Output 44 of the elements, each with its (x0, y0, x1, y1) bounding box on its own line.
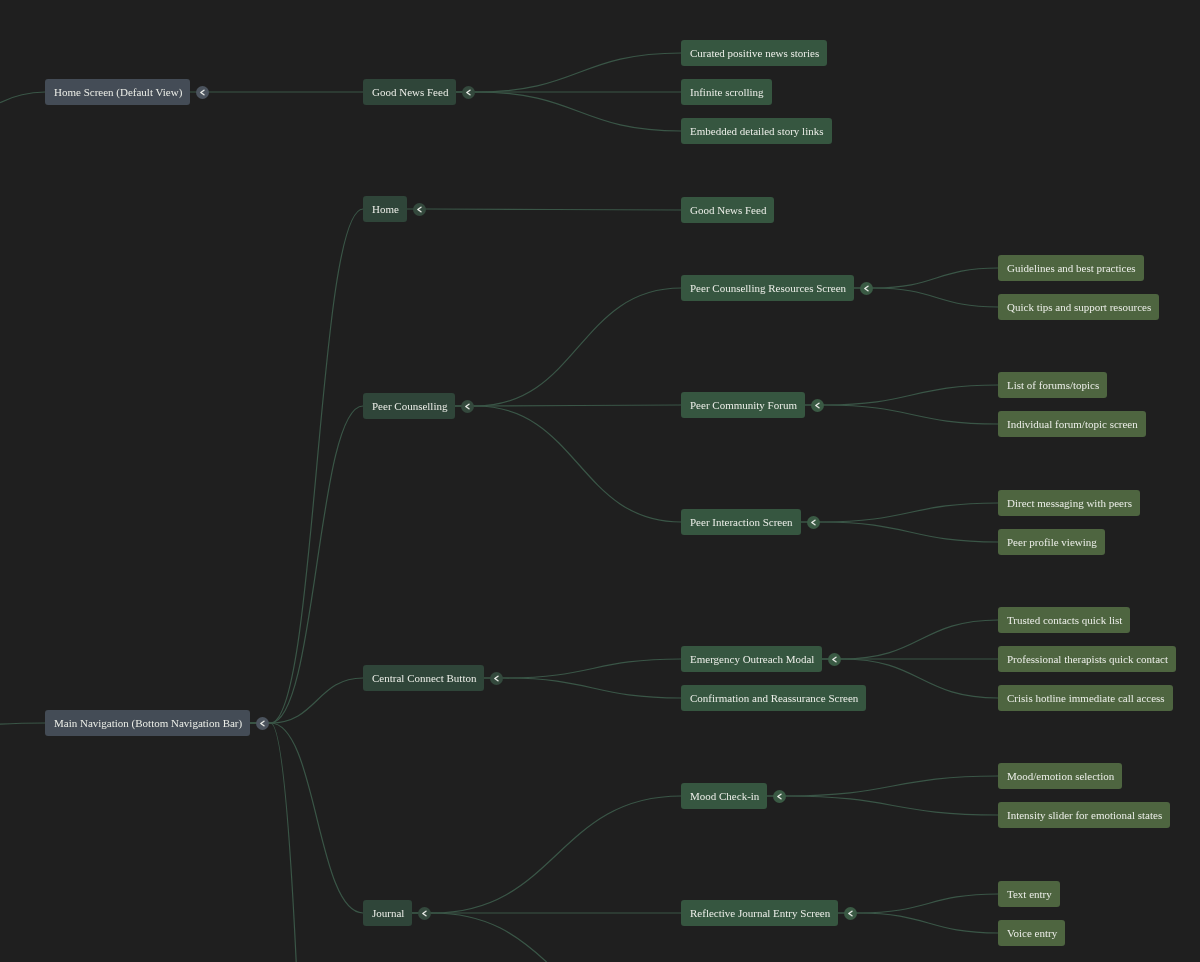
topic-node: Home Screen (Default View) (45, 79, 191, 105)
connector-line (766, 795, 999, 816)
topic-node: Central Connect Button (363, 665, 485, 691)
connector-line (454, 405, 682, 523)
topic-node: Quick tips and support resources (998, 294, 1160, 320)
topic-node: Trusted contacts quick list (998, 607, 1131, 633)
topic-node: Peer Counselling Resources Screen (681, 275, 855, 301)
topic-node: Curated positive news stories (681, 40, 828, 66)
topic-node: Peer profile viewing (998, 529, 1105, 555)
topic-node: Guidelines and best practices (998, 255, 1144, 281)
connector-line (0, 91, 46, 104)
topic-node: Good News Feed (363, 79, 457, 105)
connector-line (821, 658, 999, 699)
topic-node: Mood/emotion selection (998, 763, 1123, 789)
topic-node: Intensity slider for emotional states (998, 802, 1171, 828)
topic-node: Reflective Journal Entry Screen (681, 900, 839, 926)
topic-node: List of forums/topics (998, 372, 1108, 398)
topic-node: Main Navigation (Bottom Navigation Bar) (45, 710, 251, 736)
topic-node: Confirmation and Reassurance Screen (681, 685, 867, 711)
topic-node: Home (363, 196, 407, 222)
topic-node: Mood Check-in (681, 783, 768, 809)
topic-node: Peer Counselling (363, 393, 456, 419)
connector-line (483, 677, 682, 699)
topic-node: Journal (363, 900, 413, 926)
topic-node: Crisis hotline immediate call access (998, 685, 1173, 711)
topic-node: Emergency Outreach Modal (681, 646, 823, 672)
connector-line (804, 404, 999, 425)
topic-node: Embedded detailed story links (681, 118, 832, 144)
connector-line (853, 287, 999, 308)
connector-line (800, 521, 999, 543)
topic-node: Voice entry (998, 920, 1066, 946)
connector-line (406, 208, 682, 211)
topic-node: Direct messaging with peers (998, 490, 1140, 516)
topic-node: Text entry (998, 881, 1060, 907)
topic-node: Peer Community Forum (681, 392, 805, 418)
topic-node: Infinite scrolling (681, 79, 772, 105)
connector-line (411, 912, 548, 962)
topic-node: Professional therapists quick contact (998, 646, 1176, 672)
topic-node: Individual forum/topic screen (998, 411, 1146, 437)
topic-node: Peer Interaction Screen (681, 509, 801, 535)
topic-node: Good News Feed (681, 197, 775, 223)
connector-line (837, 912, 999, 934)
connector-line (455, 91, 682, 132)
connector-line (0, 722, 46, 725)
